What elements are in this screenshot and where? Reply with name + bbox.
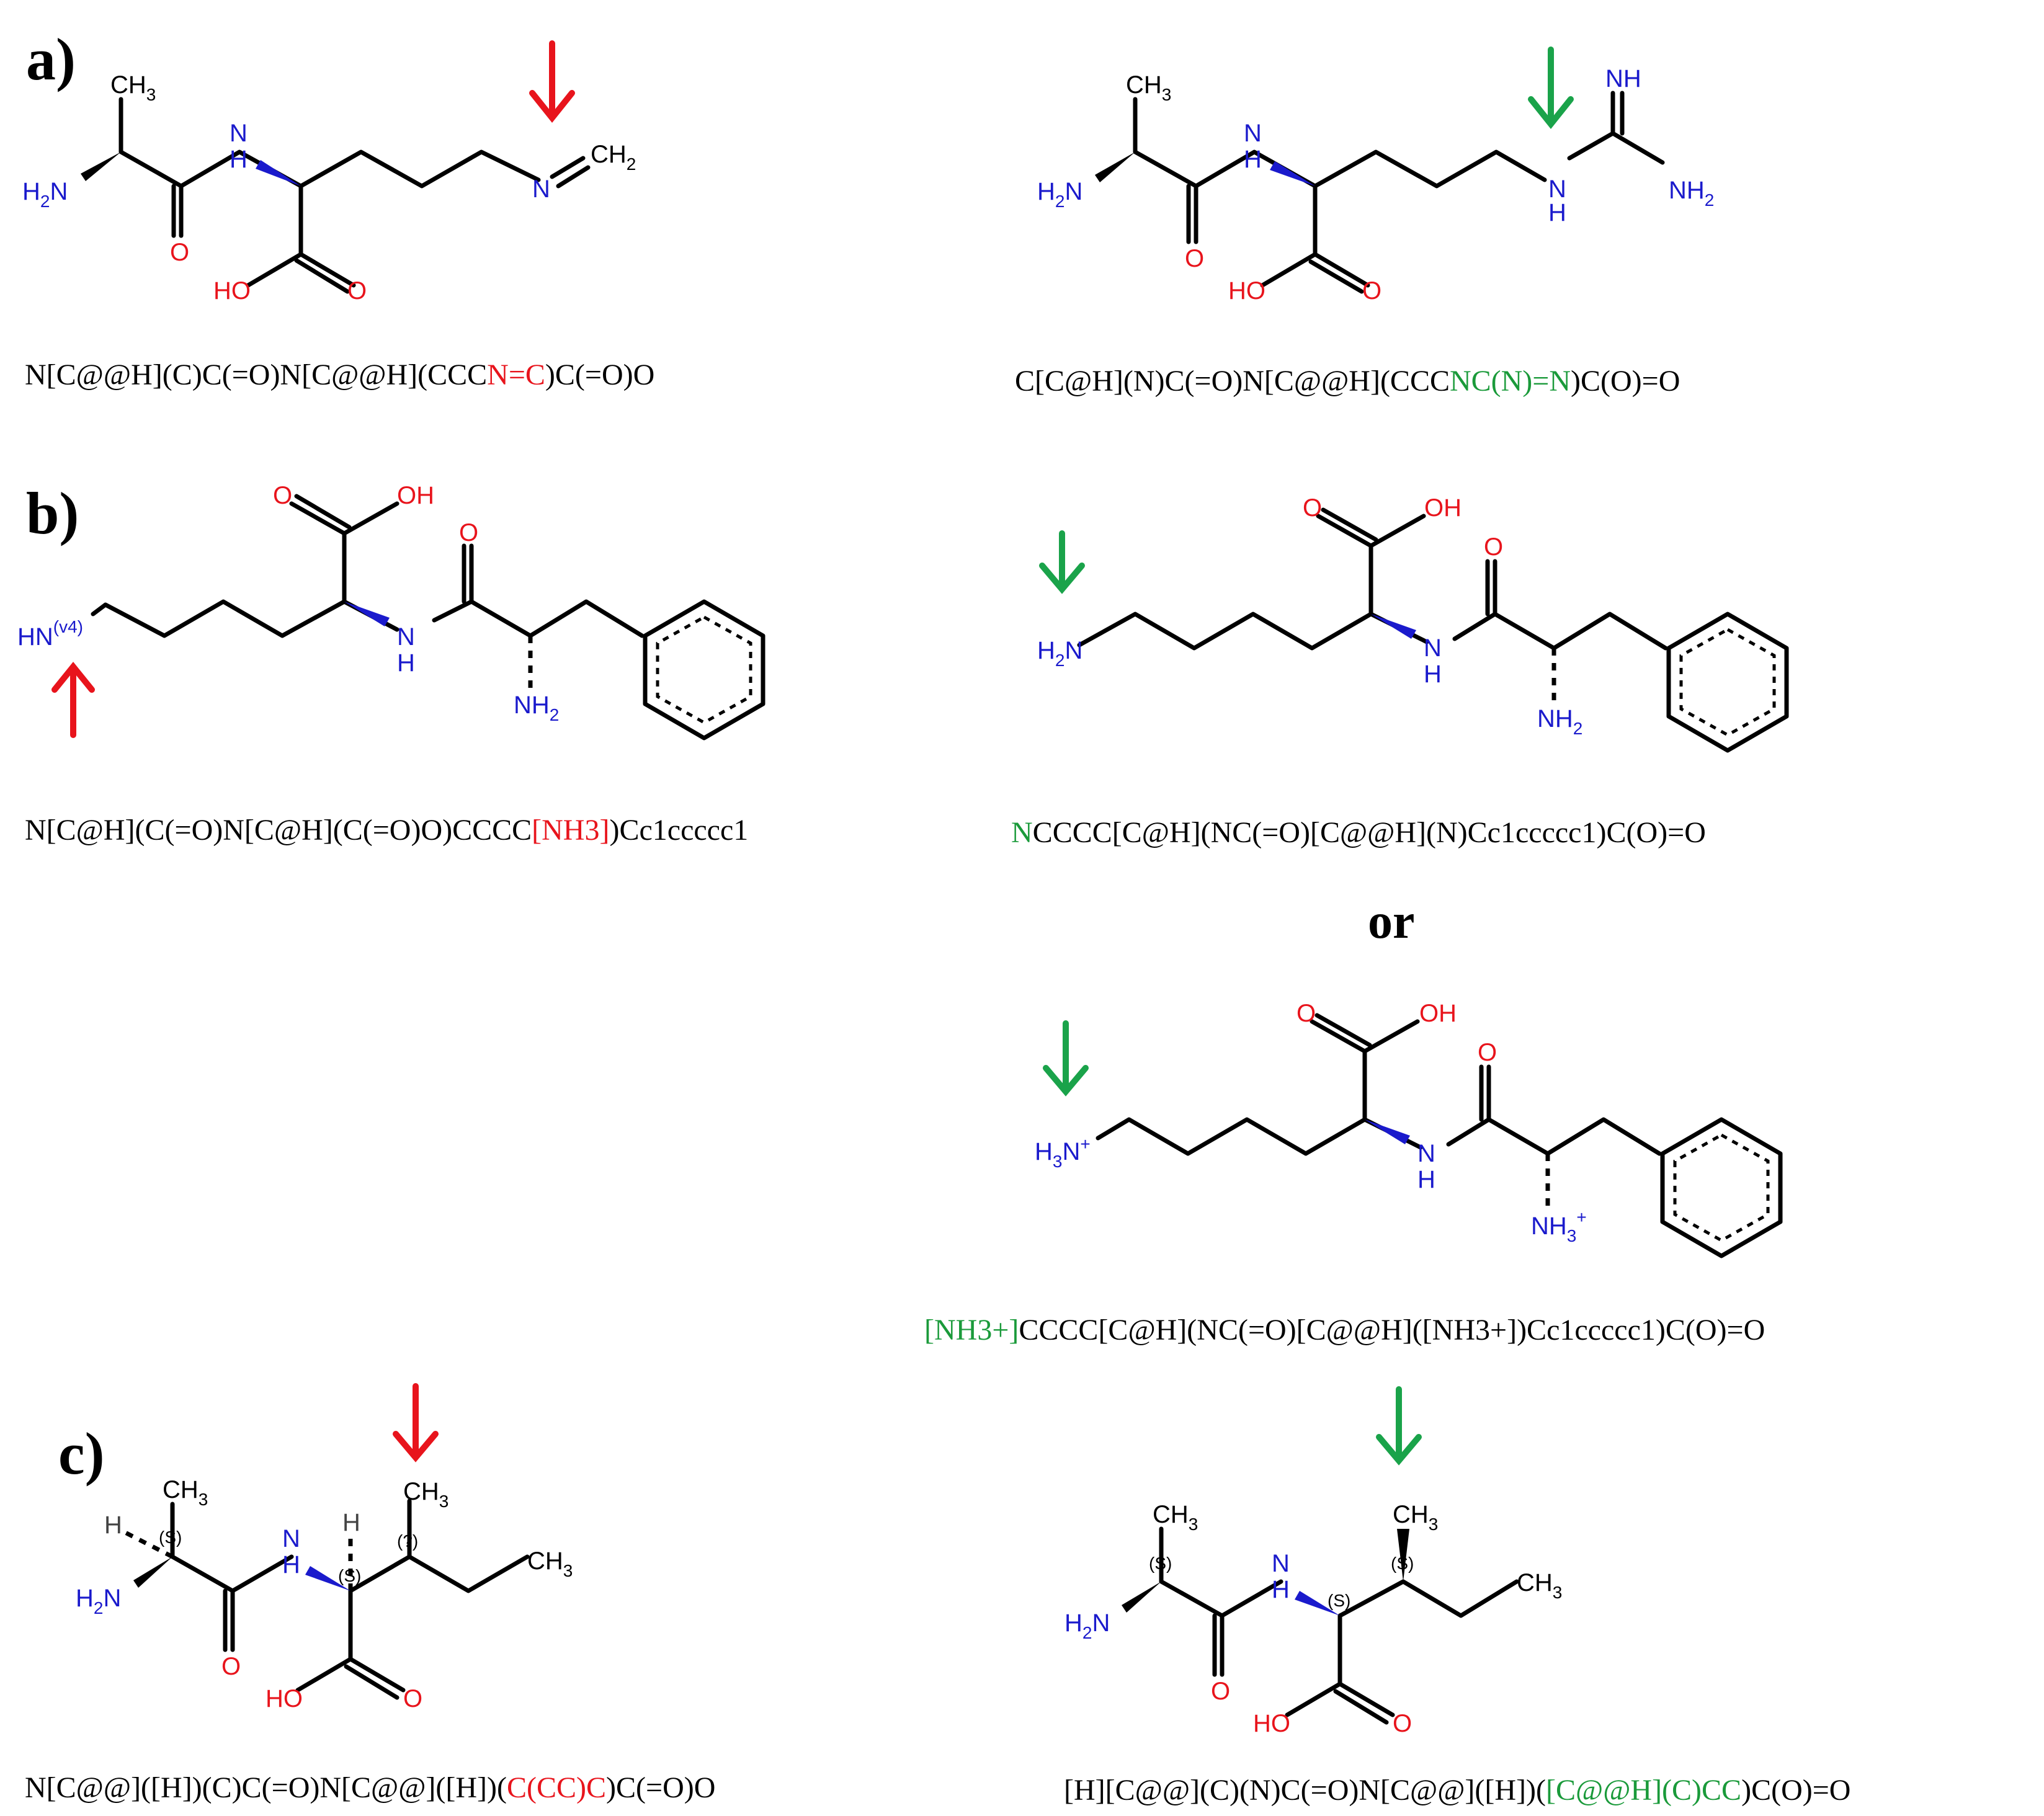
atom-ch2: CH2	[591, 141, 636, 174]
atom-o: O	[170, 239, 189, 266]
atom-oh: OH	[1424, 494, 1462, 522]
atom-ch3: CH3	[1393, 1501, 1438, 1534]
panel-label-c: c)	[58, 1420, 105, 1487]
atom-ho: HO	[1253, 1710, 1290, 1737]
atom-o: O	[1296, 1000, 1316, 1027]
atom-oh: OH	[397, 482, 434, 509]
atom-o: O	[1185, 245, 1204, 272]
atom-nh2: NH2	[1537, 705, 1582, 738]
atom-o: O	[1362, 277, 1381, 305]
atom-h: H	[1548, 199, 1566, 226]
atom-nh2: NH2	[514, 692, 559, 724]
atom-nh3-plus: NH3+	[1531, 1208, 1587, 1245]
stereo-q: (?)	[397, 1531, 418, 1551]
atom-n: N	[532, 176, 550, 203]
atom-ch3: CH3	[163, 1476, 208, 1509]
smiles-b-right-2: [NH3+]CCCC[C@H](NC(=O)[C@@H]([NH3+])Cc1c…	[924, 1314, 1765, 1346]
atom-n: N	[1272, 1550, 1290, 1577]
atom-ho: HO	[1228, 277, 1265, 305]
atom-h2n: H2N	[22, 178, 68, 211]
arrow-green-a	[1528, 47, 1574, 130]
panel-label-a: a)	[26, 26, 76, 92]
atom-ch3: CH3	[403, 1478, 449, 1511]
atom-n: N	[397, 623, 415, 651]
smiles-c-right: [H][C@@](C)(N)C(=O)N[C@@]([H])([C@@H](C)…	[1064, 1774, 1850, 1807]
atom-h2n: H2N	[76, 1585, 121, 1618]
stereo-s: (S)	[338, 1566, 361, 1585]
stereo-s: (S)	[159, 1528, 182, 1547]
arrow-green-b1	[1039, 530, 1085, 594]
atom-o: O	[1211, 1678, 1230, 1705]
atom-o: O	[221, 1653, 241, 1680]
molecule-b-left: HN(v4) O OH N H O NH2	[17, 482, 765, 741]
atom-o: O	[273, 482, 292, 509]
atom-n: N	[282, 1525, 300, 1552]
atom-ch3: CH3	[110, 71, 156, 104]
atom-n: N	[230, 120, 248, 147]
molecule-c-right: CH3 (S) H2N O N H (S) (S) CH3 CH3 HO O	[1064, 1501, 1562, 1737]
atom-nh: NH	[1605, 65, 1641, 92]
atom-oh: OH	[1419, 1000, 1457, 1027]
smiles-a-left: N[C@@H](C)C(=O)N[C@@H](CCCN=C)C(=O)O	[25, 358, 654, 391]
stereo-s: (S)	[1149, 1554, 1172, 1573]
atom-n: N	[1417, 1140, 1435, 1167]
stereo-s: (S)	[1328, 1591, 1350, 1610]
atom-o: O	[1478, 1039, 1497, 1066]
atom-h: H	[1424, 661, 1442, 688]
atom-n: N	[1244, 120, 1262, 147]
molecule-a-right: CH3 H2N O N H HO O N H NH NH2	[1037, 65, 1714, 305]
smiles-a-right: C[C@H](N)C(=O)N[C@@H](CCCNC(N)=N)C(O)=O	[1015, 365, 1680, 398]
atom-h2n: H2N	[1064, 1609, 1110, 1642]
smiles-b-right-1: NCCCC[C@H](NC(=O)[C@@H](N)Cc1ccccc1)C(O)…	[1011, 816, 1706, 849]
atom-o: O	[1484, 533, 1503, 561]
arrow-red-b	[51, 662, 95, 738]
smiles-b-left: N[C@H](C(=O)N[C@H](C(=O)O)CCCC[NH3])Cc1c…	[25, 814, 748, 847]
atom-o: O	[459, 519, 478, 546]
atom-h: H	[104, 1511, 122, 1539]
atom-h3n-plus: H3N+	[1035, 1134, 1091, 1171]
atom-h: H	[1417, 1166, 1435, 1193]
atom-h: H	[1244, 146, 1262, 173]
atom-h: H	[282, 1551, 300, 1578]
atom-h: H	[1272, 1576, 1290, 1603]
atom-ch3: CH3	[1126, 71, 1171, 104]
atom-h2n: H2N	[1037, 637, 1082, 670]
atom-ho: HO	[213, 277, 251, 305]
atom-n: N	[1424, 634, 1442, 662]
arrow-red-a	[529, 40, 575, 123]
atom-h: H	[397, 649, 415, 677]
smiles-c-left: N[C@@]([H])(C)C(=O)N[C@@]([H])(C(CC)C)C(…	[25, 1771, 715, 1804]
atom-nh2: NH2	[1669, 177, 1714, 210]
atom-h: H	[342, 1509, 360, 1536]
atom-o: O	[1393, 1710, 1412, 1737]
atom-n: N	[1548, 176, 1566, 203]
or-separator: or	[1368, 894, 1415, 949]
atom-ch3: CH3	[1517, 1569, 1562, 1602]
atom-ch3: CH3	[527, 1547, 573, 1580]
atom-ch3: CH3	[1153, 1501, 1198, 1534]
arrow-red-c	[393, 1383, 439, 1462]
molecule-c-left: CH3 H (S) H2N O N H H (S) (?) CH3 CH3 HO…	[76, 1476, 573, 1712]
stereo-s: (S)	[1391, 1554, 1414, 1573]
molecule-a-left: CH3 H2N O N H HO O N CH2	[22, 71, 636, 305]
atom-hn-v4: HN(v4)	[17, 617, 83, 651]
arrow-green-b2	[1043, 1020, 1089, 1097]
atom-h2n: H2N	[1037, 178, 1082, 211]
atom-ho: HO	[266, 1685, 303, 1712]
molecule-b-right-2: H3N+ O OH N H O NH3+	[1035, 1000, 1783, 1258]
atom-o: O	[403, 1685, 422, 1712]
atom-o: O	[347, 277, 367, 305]
molecule-b-right-1: H2N O OH N H O NH2	[1037, 494, 1789, 753]
atom-o: O	[1303, 494, 1322, 522]
panel-label-b: b)	[26, 480, 79, 546]
atom-h: H	[230, 146, 248, 173]
arrow-green-b-to-c	[1376, 1386, 1422, 1466]
